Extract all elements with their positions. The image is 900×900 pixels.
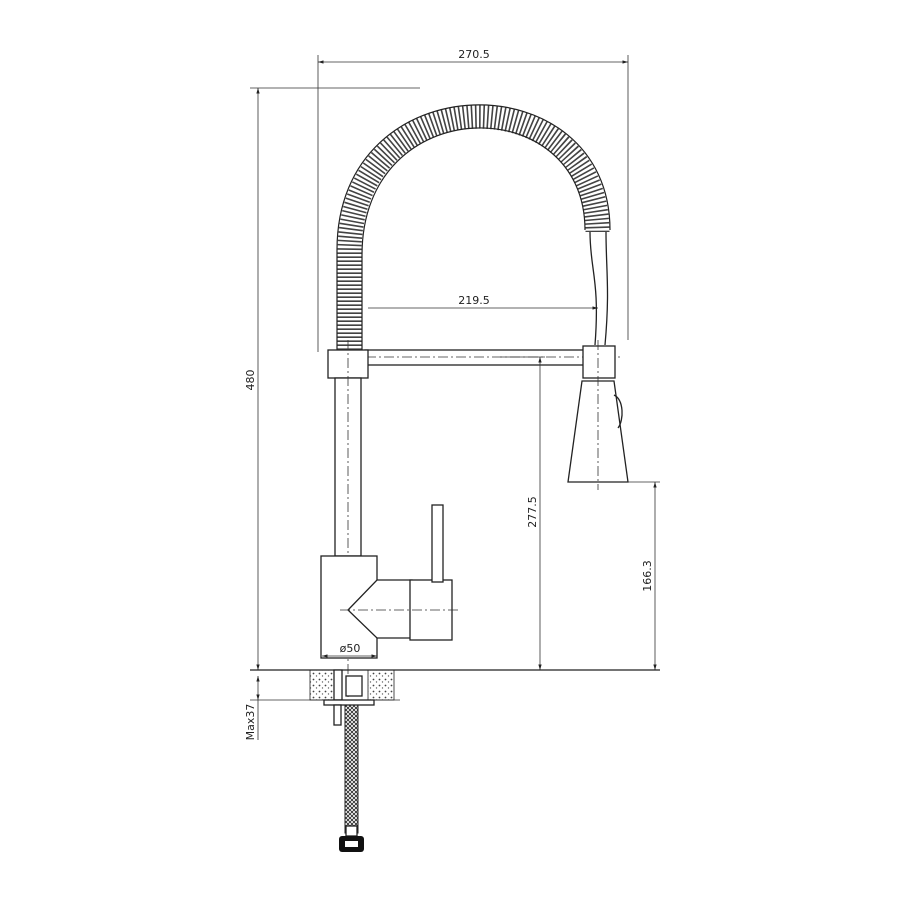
dimension-outlet-height: 166.3	[628, 481, 660, 670]
dimension-overall-width: 270.5	[317, 48, 629, 352]
faucet-body	[320, 504, 460, 659]
dimension-overall-height: 480	[244, 87, 420, 670]
base-diameter-label: ø50	[340, 642, 361, 655]
spout-reach-label: 219.5	[458, 294, 490, 307]
overall-width-label: 270.5	[458, 48, 490, 61]
spring-coil	[336, 104, 611, 350]
faucet-column	[327, 340, 369, 700]
dimension-base-diameter: ø50	[322, 642, 377, 658]
spout-height-label: 277.5	[526, 496, 539, 528]
spray-head	[567, 340, 629, 490]
countertop-section	[250, 669, 660, 726]
dimension-spout-reach: 219.5	[368, 294, 598, 310]
spout-arm	[330, 349, 620, 366]
dimension-max-deck: Max37	[244, 676, 260, 741]
overall-height-label: 480	[244, 370, 257, 391]
dimension-spout-height: 277.5	[500, 356, 545, 670]
supply-hose	[339, 704, 364, 852]
max-deck-label: Max37	[244, 704, 257, 741]
outlet-height-label: 166.3	[641, 560, 654, 592]
